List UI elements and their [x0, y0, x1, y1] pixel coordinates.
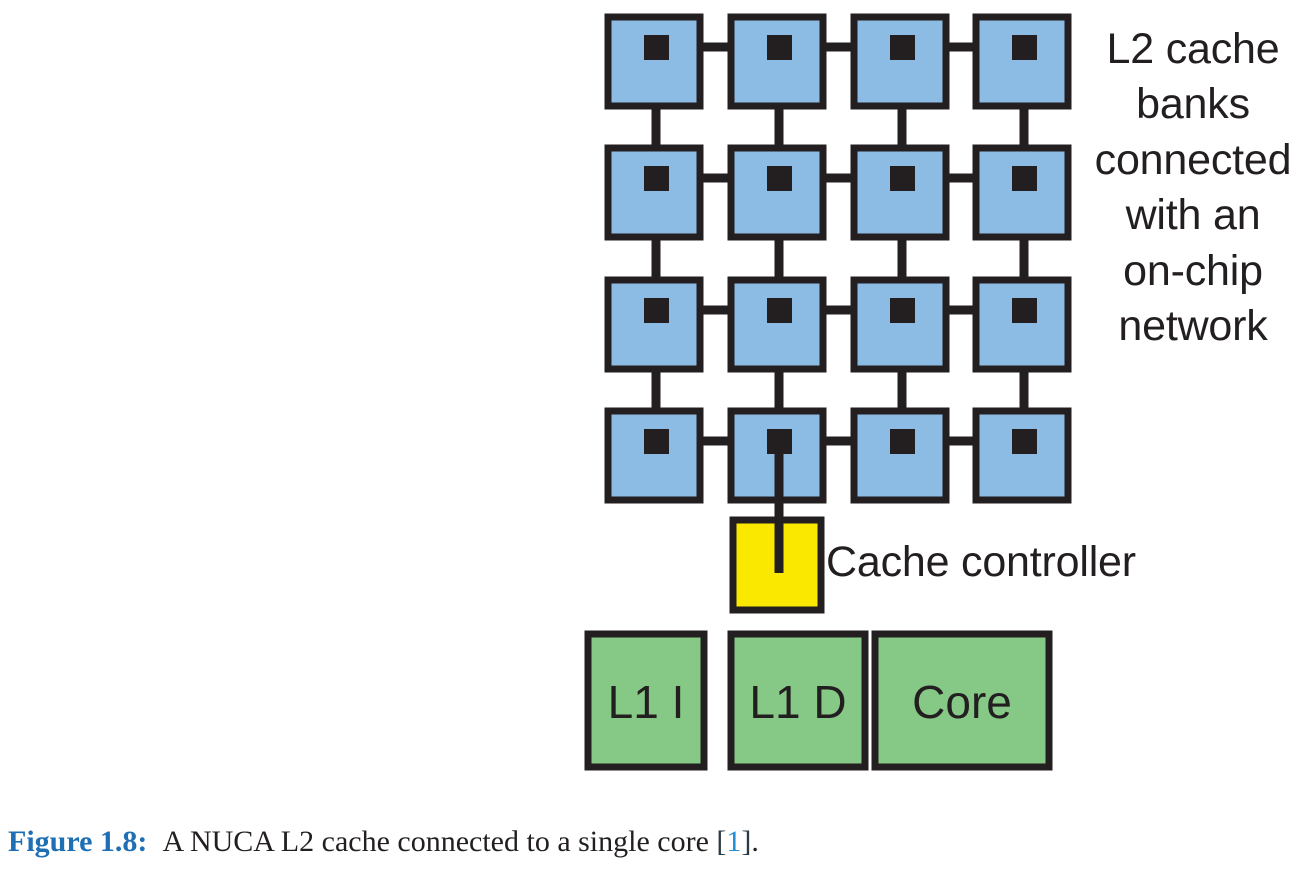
cache-controller-label: Cache controller: [826, 538, 1136, 586]
annotation-line-2: banks: [1136, 80, 1250, 129]
l2-mesh-annotation: L2 cache banks connected with an on-chip…: [1078, 22, 1308, 355]
router-node[interactable]: [890, 166, 915, 191]
router-node[interactable]: [890, 298, 915, 323]
figure-number: Figure 1.8:: [8, 825, 148, 858]
l2-bank[interactable]: [727, 276, 827, 373]
annotation-line-3: connected: [1094, 135, 1292, 184]
router-node[interactable]: [644, 429, 669, 454]
l2-bank[interactable]: [972, 276, 1072, 373]
l2-bank-grid: [604, 13, 1072, 504]
l2-bank[interactable]: [850, 407, 950, 504]
router-node[interactable]: [767, 298, 792, 323]
citation-number[interactable]: 1: [726, 825, 742, 858]
l2-bank[interactable]: [604, 276, 704, 373]
l1d-box[interactable]: [727, 630, 869, 771]
router-node[interactable]: [1012, 35, 1037, 60]
router-node[interactable]: [644, 166, 669, 191]
nuca-diagram: [584, 13, 1072, 771]
citation-open-bracket: [: [716, 825, 727, 858]
router-node[interactable]: [1012, 429, 1037, 454]
figure-caption: Figure 1.8: A NUCA L2 cache connected to…: [8, 824, 1300, 860]
router-node[interactable]: [644, 35, 669, 60]
router-node[interactable]: [644, 298, 669, 323]
l2-bank[interactable]: [972, 407, 1072, 504]
annotation-line-1: L2 cache: [1106, 25, 1280, 73]
l2-bank[interactable]: [727, 13, 827, 110]
l2-bank[interactable]: [727, 144, 827, 241]
l1d-label: L1 D: [749, 676, 847, 728]
caption-period: .: [751, 825, 759, 858]
router-node[interactable]: [890, 35, 915, 60]
router-node[interactable]: [1012, 166, 1037, 191]
citation-close-bracket: ]: [741, 825, 752, 858]
caption-text: A NUCA L2 cache connected to a single co…: [162, 825, 717, 858]
annotation-line-6: network: [1118, 302, 1268, 351]
core-box[interactable]: [871, 630, 1053, 771]
router-node[interactable]: [890, 429, 915, 454]
l2-bank[interactable]: [604, 13, 704, 110]
l2-bank[interactable]: [604, 144, 704, 241]
core-row: [584, 630, 1053, 771]
router-node[interactable]: [767, 35, 792, 60]
router-nodes: [644, 35, 1037, 454]
l1i-label: L1 I: [607, 676, 685, 728]
mesh-horizontal-links: [644, 42, 1012, 446]
l2-bank[interactable]: [850, 276, 950, 373]
l2-bank[interactable]: [972, 144, 1072, 241]
core-label: Core: [912, 676, 1012, 728]
annotation-line-4: with an: [1125, 191, 1261, 240]
mesh-vertical-links: [651, 47, 1029, 441]
l2-bank[interactable]: [972, 13, 1072, 110]
router-node[interactable]: [767, 166, 792, 191]
l2-bank[interactable]: [604, 407, 704, 504]
router-node[interactable]: [1012, 298, 1037, 323]
annotation-line-5: on-chip: [1123, 246, 1263, 295]
l2-bank[interactable]: [850, 144, 950, 241]
l1i-box[interactable]: [584, 630, 708, 771]
l2-bank[interactable]: [850, 13, 950, 110]
